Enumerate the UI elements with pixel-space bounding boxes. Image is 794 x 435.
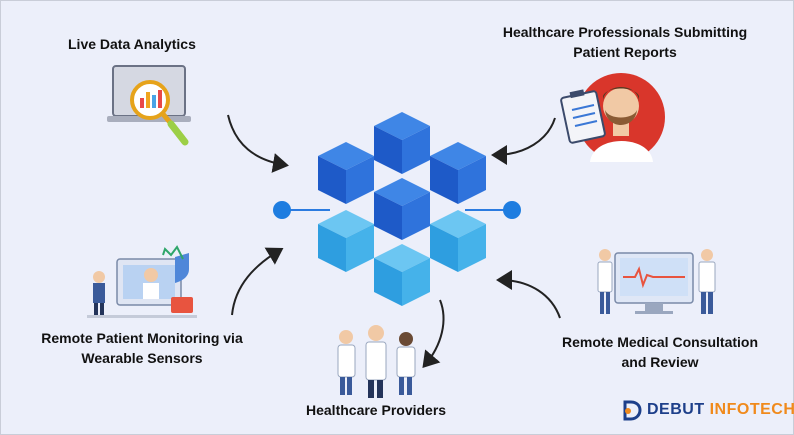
remote-consultation-illustration xyxy=(597,249,716,314)
label-line: Patient Reports xyxy=(573,44,677,60)
label-healthcare-professionals: Healthcare Professionals Submitting Pati… xyxy=(475,22,775,62)
arrow-consultation-to-network xyxy=(496,270,561,319)
label-line: and Review xyxy=(621,354,699,370)
label-line: Remote Medical Consultation xyxy=(561,334,759,350)
remote-monitoring-illustration xyxy=(87,245,197,318)
debut-infotech-logo: DEBUT INFOTECH xyxy=(620,398,794,422)
label-line: Healthcare Professionals Submitting xyxy=(502,24,748,40)
label-live-data-analytics: Live Data Analytics xyxy=(68,36,196,52)
label-line: Remote Patient Monitoring via xyxy=(41,330,243,346)
logo-mark-icon xyxy=(623,400,642,421)
logo-word-debut: DEBUT xyxy=(647,401,705,418)
arrow-network-to-providers xyxy=(422,299,445,369)
label-line: Wearable Sensors xyxy=(81,350,203,366)
healthcare-providers-illustration xyxy=(337,325,416,398)
arrow-monitoring-to-network xyxy=(231,247,284,316)
label-remote-patient-monitoring: Remote Patient Monitoring via Wearable S… xyxy=(22,328,262,368)
arrow-professionals-to-network xyxy=(491,117,556,165)
arrow-analytics-to-network xyxy=(227,114,289,173)
analytics-monitor-icon xyxy=(107,65,191,146)
blockchain-cube-network xyxy=(273,112,521,306)
network-node xyxy=(273,201,291,219)
logo-word-infotech: INFOTECH xyxy=(709,401,794,418)
doctor-reports-illustration xyxy=(560,73,665,162)
label-remote-medical-consultation: Remote Medical Consultation and Review xyxy=(545,332,775,372)
network-node xyxy=(503,201,521,219)
label-healthcare-providers: Healthcare Providers xyxy=(306,402,447,418)
